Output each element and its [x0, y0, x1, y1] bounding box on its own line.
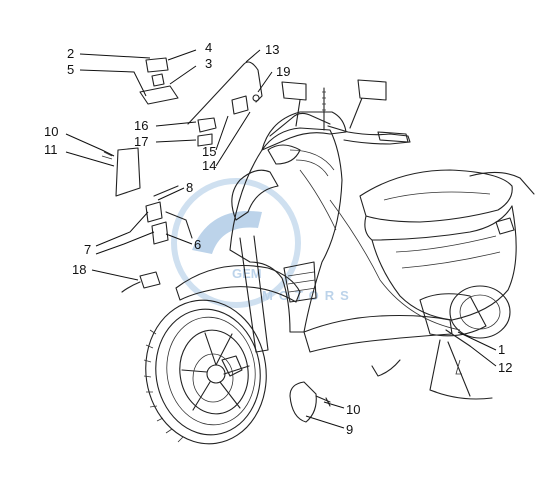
- part-turn-signal: [289, 381, 317, 423]
- callout-15: 15: [202, 144, 216, 159]
- part-control-unit: [115, 147, 141, 197]
- rear-body: [371, 205, 517, 321]
- horn-grille: [283, 261, 317, 303]
- callout-1: 1: [498, 342, 505, 357]
- brake-caliper: [221, 355, 243, 377]
- part-bracket: [139, 85, 179, 105]
- rear-wheel: [449, 285, 511, 339]
- handlebar-left: [269, 112, 331, 137]
- front-tyre: [145, 299, 267, 445]
- callout-9: 9: [346, 422, 353, 437]
- headlight: [267, 144, 301, 165]
- callout-11: 11: [44, 142, 58, 157]
- part-switch: [231, 95, 249, 115]
- callout-3: 3: [205, 56, 212, 71]
- callout-16: 16: [134, 118, 148, 133]
- part-fuse-holder: [145, 201, 163, 223]
- callout-18: 18: [72, 262, 86, 277]
- leader-lines: [65, 49, 497, 429]
- callout-labels: 2 4 5 3 13 19 10 11 16 17 15 14 8 7 6 18…: [44, 40, 512, 437]
- callout-2: 2: [67, 46, 74, 61]
- part-wiring-13: [187, 61, 263, 125]
- callout-17: 17: [134, 134, 148, 149]
- watermark-swoosh: [192, 211, 262, 254]
- part-relay: [145, 57, 169, 73]
- exploded-parts: [101, 57, 471, 423]
- grab-rail: [469, 171, 535, 195]
- mirror-right: [357, 79, 387, 101]
- tail-light: [495, 217, 515, 235]
- callout-8: 8: [186, 180, 193, 195]
- handlebar-right: [327, 125, 411, 145]
- callout-19: 19: [276, 64, 290, 79]
- callout-7: 7: [84, 242, 91, 257]
- watermark-sub: MOTORS: [262, 288, 355, 303]
- callout-6: 6: [194, 237, 201, 252]
- callout-5: 5: [67, 62, 74, 77]
- front-rim: [179, 329, 249, 415]
- callout-12: 12: [498, 360, 512, 375]
- engine-block: [419, 293, 487, 337]
- watermark-logo: GEM MOTORS: [171, 178, 355, 308]
- part-connector: [139, 271, 161, 289]
- callout-10: 10: [44, 124, 58, 139]
- callout-13: 13: [265, 42, 279, 57]
- watermark-brand: GEM: [232, 266, 262, 281]
- mirror-left: [281, 81, 307, 101]
- centre-stand: [429, 339, 493, 400]
- seat: [359, 169, 513, 223]
- wiring-harness: [329, 199, 461, 331]
- callout-10b: 10: [346, 402, 360, 417]
- callout-4: 4: [205, 40, 212, 55]
- scooter-drawing: [143, 79, 535, 445]
- callout-14: 14: [202, 158, 216, 173]
- front-fender: [175, 264, 301, 303]
